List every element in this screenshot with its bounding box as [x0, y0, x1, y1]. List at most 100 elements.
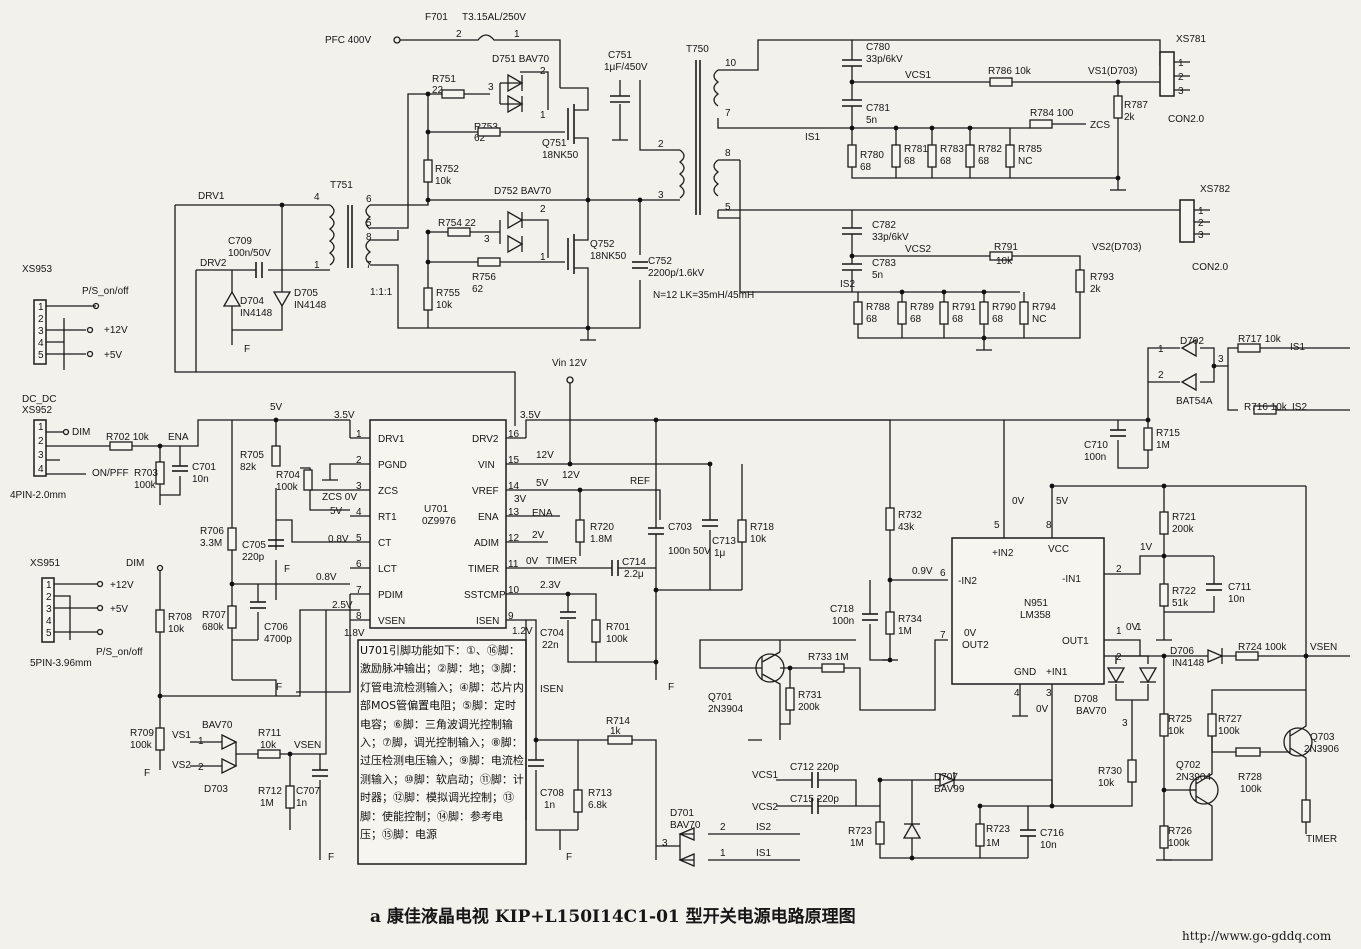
svg-text:68: 68	[866, 314, 878, 325]
svg-text:12V: 12V	[536, 450, 554, 461]
svg-text:68: 68	[940, 156, 952, 167]
svg-text:DRV1: DRV1	[378, 434, 405, 445]
xs782-label: XS782	[1200, 184, 1230, 195]
svg-text:3.5V: 3.5V	[334, 410, 355, 421]
n951-in2-divider: R732 43k 0.9V R734 1M C718 100n	[656, 419, 948, 661]
svg-text:4: 4	[46, 616, 52, 627]
svg-text:R781: R781	[904, 144, 928, 155]
svg-text:1: 1	[514, 29, 520, 40]
overvoltage-detect: VCS1 VCS2 C712 220p C715 220p R723 1M D7…	[752, 762, 1064, 859]
svg-text:3: 3	[1046, 688, 1052, 699]
svg-text:33p/6kV: 33p/6kV	[872, 232, 909, 243]
xs781-label: XS781	[1176, 34, 1206, 45]
u701-notes-panel: U701引脚功能如下：①、⑯脚：激励脉冲输出；②脚：地；③脚：灯管电流检测输入；…	[357, 639, 527, 865]
svg-text:R789: R789	[910, 302, 934, 313]
u701-notes-text: U701引脚功能如下：①、⑯脚：激励脉冲输出；②脚：地；③脚：灯管电流检测输入；…	[360, 644, 524, 842]
svg-text:VCS1: VCS1	[752, 770, 779, 781]
svg-text:1: 1	[38, 422, 44, 433]
vsen-net-left: VSEN	[294, 740, 321, 751]
svg-text:1μ: 1μ	[714, 548, 726, 559]
r708-label: R708	[168, 612, 192, 623]
bav70-d703: BAV70	[202, 720, 233, 731]
q751-stage: D751 BAV70 231 R751 22 R753 62 Q751 18NK…	[418, 54, 589, 200]
r754-label: R754 22	[438, 218, 476, 229]
r719-label: R720	[590, 522, 614, 533]
svg-text:2: 2	[198, 762, 204, 773]
svg-text:VIN: VIN	[478, 460, 495, 471]
svg-text:IS2: IS2	[756, 822, 771, 833]
svg-text:TIMER: TIMER	[468, 564, 499, 575]
svg-text:0V: 0V	[1036, 704, 1049, 715]
svg-text:1: 1	[1178, 58, 1184, 69]
t750-output-transformer: C751 1μF/450V T750 23 107 85	[604, 44, 737, 215]
svg-text:2: 2	[1198, 218, 1204, 229]
r733-label: R731	[798, 690, 822, 701]
t750-note: N=12 LK=35mH/45mH	[653, 290, 754, 301]
svg-text:R783: R783	[940, 144, 964, 155]
c782-label: C782	[872, 220, 896, 231]
d701-label: D701	[670, 808, 694, 819]
svg-text:8: 8	[725, 148, 731, 159]
svg-text:1.2V: 1.2V	[512, 626, 533, 637]
xs952-label: XS952	[22, 405, 52, 416]
svg-text:200k: 200k	[798, 702, 821, 713]
svg-text:F: F	[566, 852, 572, 863]
svg-text:5: 5	[994, 520, 1000, 531]
svg-text:10k: 10k	[1168, 726, 1185, 737]
q701-stage: Q701 2N3904 R733 1M R731 200k	[699, 639, 948, 741]
xs951-connector: XS951 1 2 3 4 5 +12V +5V P/S_on/off 5PIN…	[30, 558, 143, 669]
svg-text:5: 5	[46, 628, 52, 639]
svg-text:68: 68	[910, 314, 922, 325]
svg-text:2: 2	[540, 66, 546, 77]
svg-text:100k: 100k	[606, 634, 629, 645]
svg-text:R780: R780	[860, 150, 884, 161]
svg-text:6.8k: 6.8k	[588, 800, 608, 811]
ena-net-right: ENA	[532, 508, 553, 519]
svg-text:12V: 12V	[562, 470, 580, 481]
r731-label: R732	[898, 510, 922, 521]
r787-label: R787	[1124, 100, 1148, 111]
svg-text:100k: 100k	[276, 482, 299, 493]
svg-text:F: F	[276, 682, 282, 693]
svg-text:11: 11	[508, 559, 519, 570]
svg-text:82k: 82k	[240, 462, 257, 473]
svg-text:5V: 5V	[1056, 496, 1069, 507]
secondary-upper: C780 33p/6kV C781 5n VCS1 R786 10k VS1(D…	[717, 34, 1206, 191]
svg-text:ADIM: ADIM	[474, 538, 499, 549]
d704-label: D704	[240, 296, 264, 307]
svg-text:2200p/1.6kV: 2200p/1.6kV	[648, 268, 704, 279]
svg-text:2: 2	[38, 314, 44, 325]
svg-text:7: 7	[725, 108, 731, 119]
svg-text:8: 8	[1046, 520, 1052, 531]
r724-label: R724 100k	[1238, 642, 1287, 653]
svg-text:10k: 10k	[168, 624, 185, 635]
u701-left-network: 3.5V 5V R706 3.3M R705 82k R704 100k ZCS…	[200, 402, 365, 696]
svg-text:15: 15	[508, 455, 520, 466]
svg-text:1: 1	[356, 429, 362, 440]
r702-label: R702 10k	[106, 432, 150, 443]
svg-text:OUT1: OUT1	[1062, 636, 1089, 647]
svg-text:18NK50: 18NK50	[542, 150, 579, 161]
svg-text:0V: 0V	[526, 556, 539, 567]
r725-label: R725	[1168, 714, 1192, 725]
svg-text:10k: 10k	[750, 534, 767, 545]
u701-ref: U701	[424, 504, 448, 515]
svg-text:2: 2	[1116, 652, 1122, 663]
xs951-5v: +5V	[110, 604, 128, 615]
ref-net: REF	[630, 476, 650, 487]
svg-text:51k: 51k	[1172, 598, 1189, 609]
svg-text:RT1: RT1	[378, 512, 397, 523]
svg-text:CT: CT	[378, 538, 391, 549]
diagram-caption: a 康佳液晶电视 KIP+L150I14C1-01 型开关电源电路原理图	[370, 906, 856, 927]
svg-text:F: F	[328, 852, 334, 863]
svg-text:1M: 1M	[986, 838, 1000, 849]
c783-label: C783	[872, 258, 896, 269]
xs951-ps: P/S_on/off	[96, 647, 143, 658]
svg-text:0.9V: 0.9V	[912, 566, 933, 577]
timer-transistors: R725 10k R726 100k Q702 2N3904 R727 100k…	[1156, 486, 1339, 861]
svg-text:VSEN: VSEN	[378, 616, 405, 627]
svg-text:1: 1	[1198, 206, 1204, 217]
xs951-12v: +12V	[110, 580, 134, 591]
svg-text:IN4148: IN4148	[294, 300, 327, 311]
